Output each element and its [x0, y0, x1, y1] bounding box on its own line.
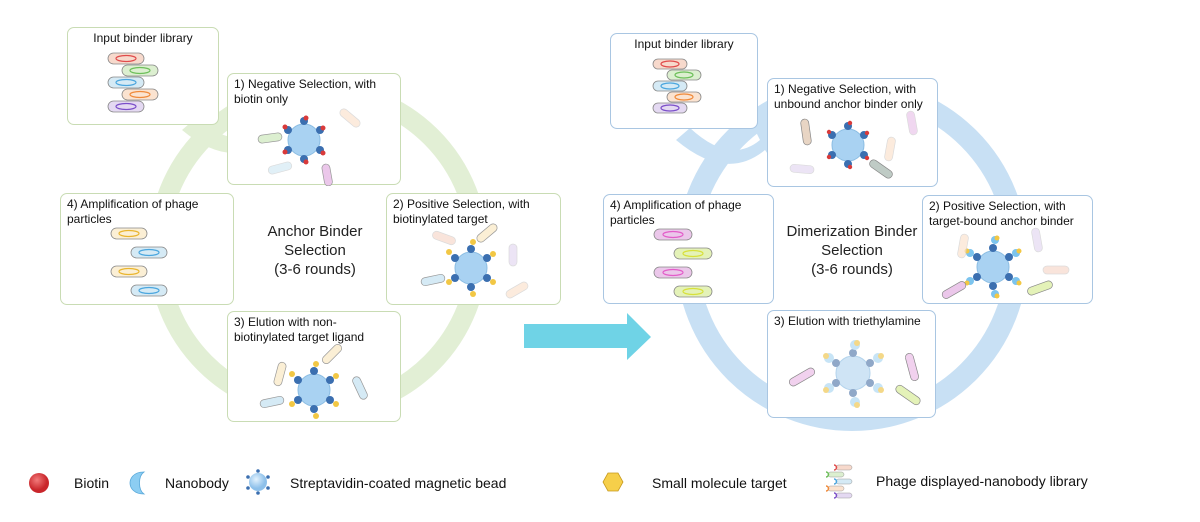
right-cycle-center-label: Dimerization Binder Selection (3-6 round… — [786, 223, 918, 278]
bead-with-target-illustration — [420, 223, 529, 299]
phage-library-icon — [825, 464, 853, 499]
legend-item-phage-library: Phage displayed-nanobody library — [876, 473, 1088, 489]
left-cycle-center-label: Anchor Binder Selection (3-6 rounds) — [267, 223, 363, 278]
legend-item-nanobody: Nanobody — [165, 475, 229, 491]
phage-library-illustration — [652, 58, 709, 114]
small-molecule-target-icon — [602, 472, 624, 492]
legend-item-biotin: Biotin — [74, 475, 110, 491]
phage-library-illustration — [107, 52, 166, 113]
biotin-icon — [29, 473, 49, 493]
magnetic-bead-icon — [246, 469, 270, 495]
bead-with-biotin-illustration — [257, 108, 361, 186]
triethylamine-elution-illustration — [788, 340, 921, 408]
box-title: Input binder library — [634, 37, 734, 51]
bead-with-target-bound-anchor-illustration — [941, 227, 1070, 299]
left-step3-elution-box: 3) Elution with non-biotinylated target … — [227, 311, 401, 422]
right-input-library-box: Input binder library — [610, 33, 758, 129]
amplified-phage-illustration — [110, 227, 171, 297]
left-input-library-box: Input binder library — [67, 27, 219, 125]
elution-illustration — [259, 343, 368, 419]
box-title: Input binder library — [93, 31, 193, 45]
legend-item-small-molecule-target: Small molecule target — [652, 475, 787, 491]
bead-with-anchor-binder-illustration — [789, 110, 918, 179]
amplified-phage-illustration — [653, 228, 716, 298]
right-step3-elution-box: 3) Elution with triethylamine — [767, 310, 936, 418]
box-title: 3) Elution with triethylamine — [774, 314, 921, 328]
transition-arrow — [524, 313, 651, 360]
box-title: 3) Elution with non-biotinylated target … — [234, 315, 365, 344]
nanobody-icon — [129, 471, 146, 495]
legend-item-magnetic-bead: Streptavidin-coated magnetic bead — [290, 475, 507, 491]
